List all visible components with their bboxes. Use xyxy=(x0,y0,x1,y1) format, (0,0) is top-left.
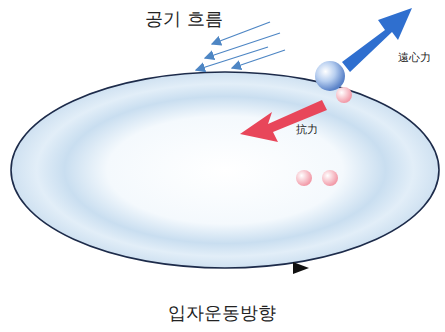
airflow-arrows xyxy=(196,22,285,70)
airflow-label: 공기 흐름 xyxy=(145,9,223,29)
particle-trace xyxy=(336,87,352,103)
particle xyxy=(315,61,345,91)
force-label: 遠心力 xyxy=(398,52,431,64)
direction-arrowhead xyxy=(293,262,309,274)
force-label: 抗力 xyxy=(296,124,318,136)
orbit-ellipse xyxy=(11,72,439,268)
particle-trace xyxy=(322,170,338,186)
drag-arrow xyxy=(240,100,327,142)
particle-trace xyxy=(296,170,312,186)
direction-label: 입자운동방향 xyxy=(168,303,276,323)
